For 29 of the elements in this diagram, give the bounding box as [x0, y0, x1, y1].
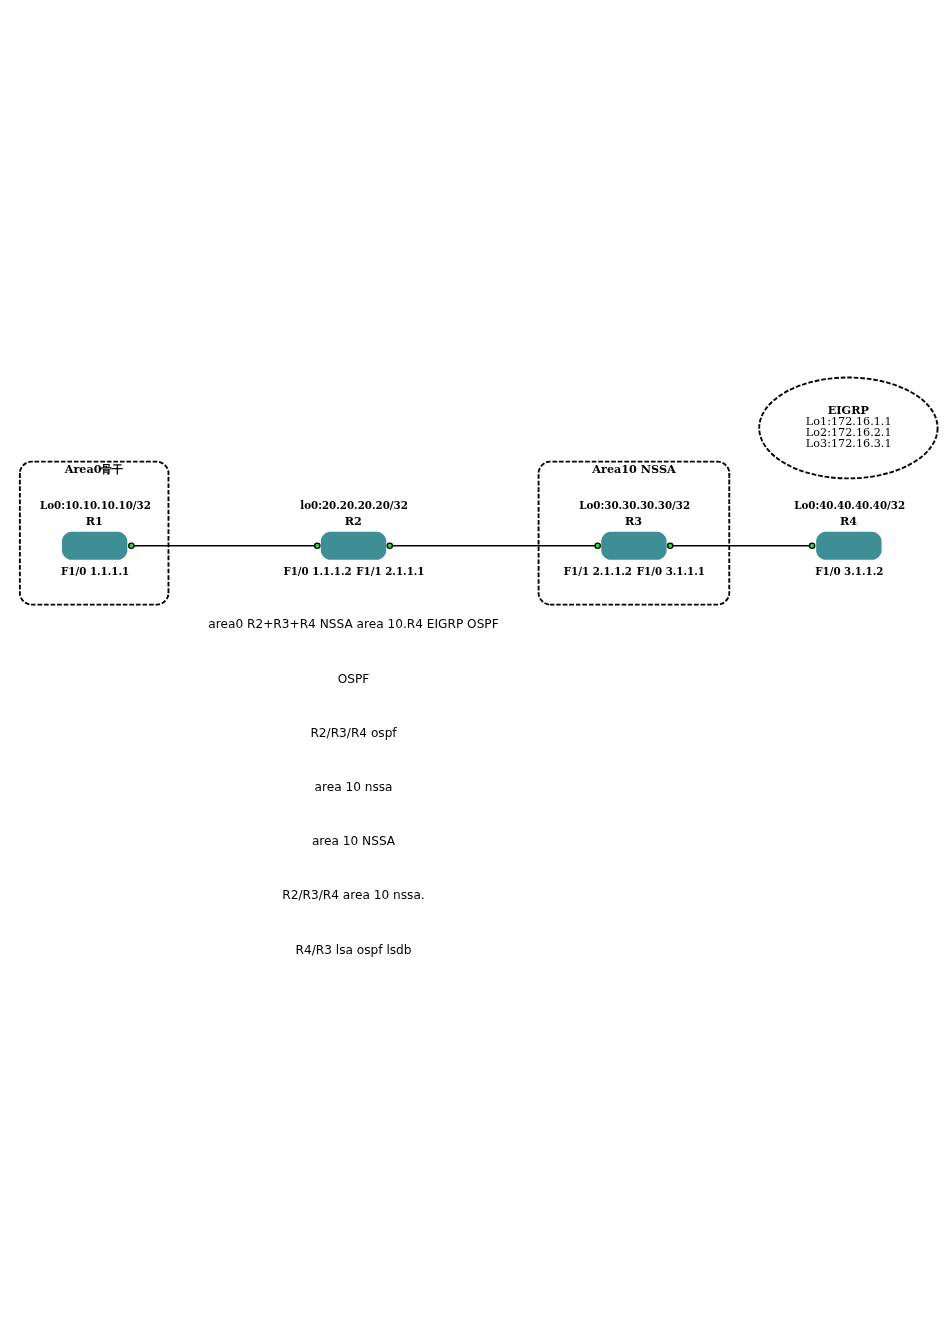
node-label: F1/0 1.1.1.2 — [283, 564, 352, 577]
label: R2/R3/R4 ospf — [310, 725, 397, 740]
label: R4/R3 lsa ospf lsdb — [295, 942, 412, 957]
label: area 10 nssa — [314, 779, 393, 794]
node-ellipse: EIGRP Lo1:172.16.1.1 Lo2:172.16.2.1 Lo3:172.16.3.1 — [758, 376, 939, 479]
label: OSPF — [337, 671, 370, 686]
node-label: F1/1 2.1.1.1 — [356, 564, 425, 577]
label: R2/R3/R4 area 10 nssa. — [282, 887, 425, 902]
node-label: Lo0:10.10.10.10/32 — [39, 498, 151, 511]
node-box — [320, 531, 387, 560]
node-label: F1/0 3.1.1.1 — [636, 564, 705, 577]
node-box — [816, 531, 882, 560]
node-box — [61, 531, 128, 560]
node-label: Lo0:30.30.30.30/32 — [579, 498, 691, 511]
node-label: lo0:20.20.20.20/32 — [300, 498, 408, 511]
node-label: F1/1 2.1.1.2 — [563, 564, 633, 577]
node-label: R1 — [85, 513, 103, 528]
label: area 10 NSSA — [311, 833, 396, 848]
node-label: R3 — [625, 513, 643, 528]
label: area0 R2+R3+R4 NSSA area 10.R4 EIGRP OSPF — [208, 616, 499, 631]
node-box — [601, 531, 667, 560]
node-label: R2 — [344, 513, 362, 528]
connector — [666, 541, 816, 549]
node-label: Lo0:40.40.40.40/32 — [794, 498, 906, 511]
connector — [386, 541, 601, 549]
connector — [128, 541, 321, 549]
node-label: F1/0 3.1.1.2 — [815, 564, 884, 577]
node-label: F1/0 1.1.1.1 — [60, 564, 130, 577]
node-label: R4 — [839, 513, 858, 528]
